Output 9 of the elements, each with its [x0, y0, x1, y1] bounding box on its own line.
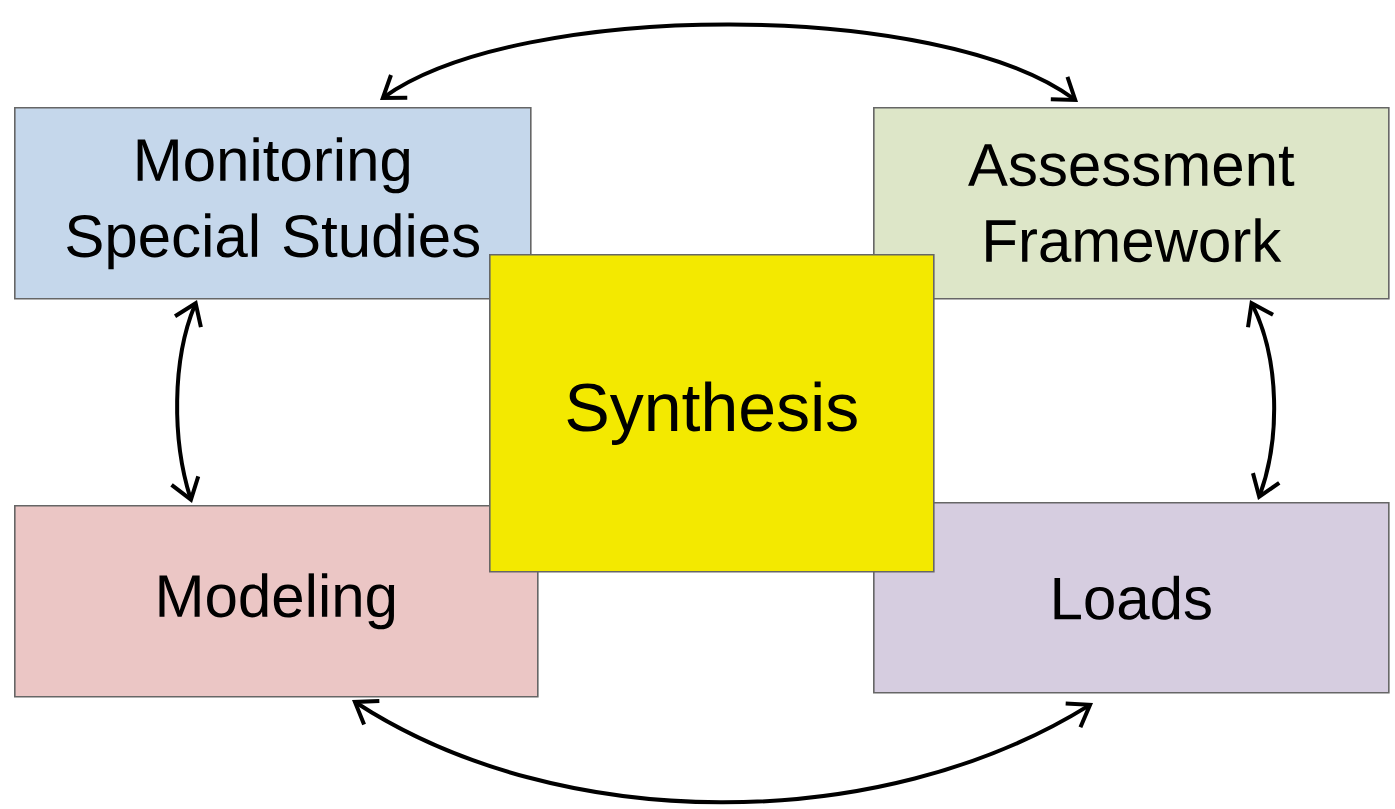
process-box: Synthesis — [489, 254, 935, 573]
arrow — [352, 699, 1093, 805]
process-box: Modeling — [14, 505, 539, 698]
process-box: Monitoring Special Studies — [14, 107, 532, 300]
process-box: Loads — [873, 502, 1390, 694]
arrow — [380, 22, 1079, 102]
arrow — [170, 300, 203, 503]
process-box: Assessment Framework — [873, 107, 1390, 300]
arrow — [1246, 300, 1281, 500]
